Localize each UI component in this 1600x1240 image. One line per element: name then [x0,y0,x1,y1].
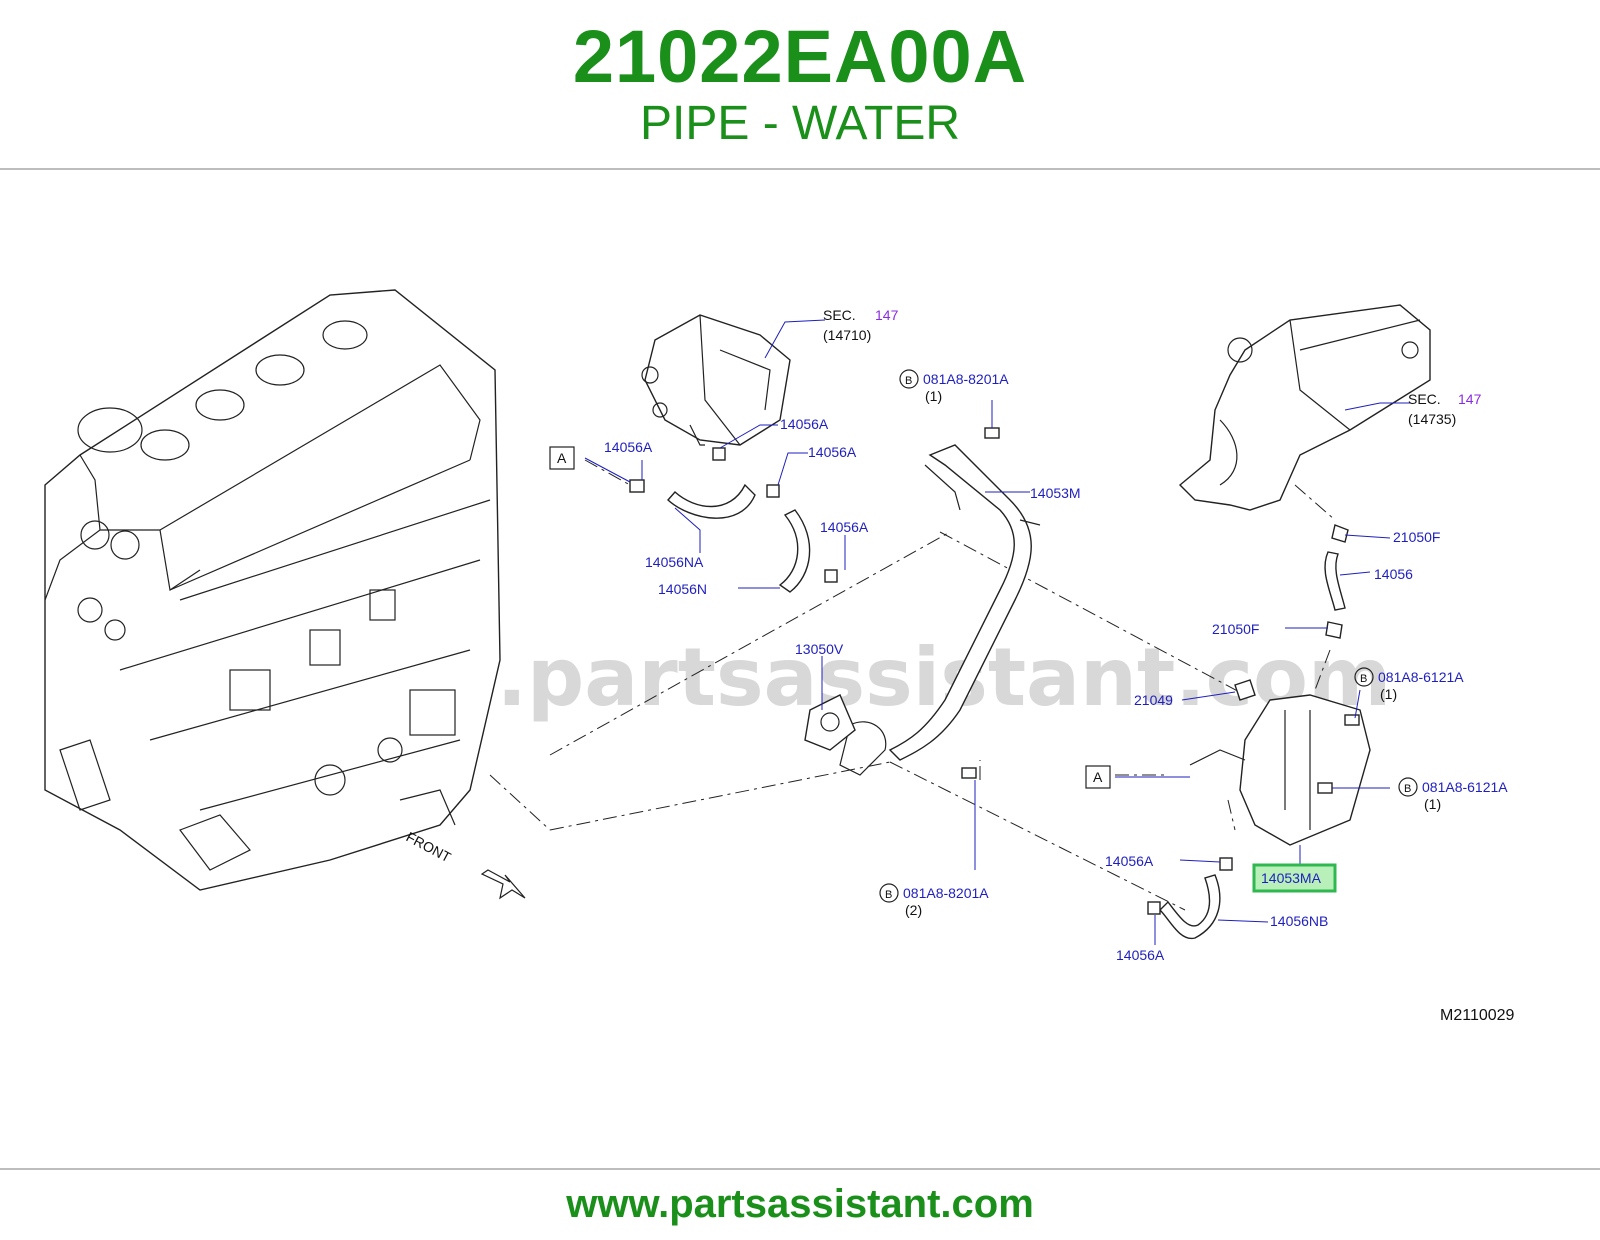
callout-14056na[interactable]: 14056NA [645,554,704,570]
callout-14056a[interactable]: 14056A [820,519,869,535]
sec-label: SEC. [823,307,856,323]
guide-line [1314,649,1331,691]
highlight-box [1252,863,1337,893]
bolt-b-marker-icon [879,883,899,903]
diagram-ref-code: M2110029 [1440,1007,1515,1024]
front-arrow-icon [480,869,526,900]
clamp-icon [712,447,726,461]
leader-line [719,424,778,449]
callout-081a8-6121a[interactable]: 081A8-6121A [1378,669,1464,685]
hose-14056nb-illustration [1159,874,1221,940]
b-marker-label: B [1404,783,1411,795]
b-marker-label: B [1360,673,1367,685]
leader-line [1339,571,1371,576]
pipe-14053m-illustration [839,444,1041,776]
guide-line [549,761,891,831]
sec-sub-label: (14735) [1408,411,1456,427]
sec-number-link[interactable]: 147 [875,307,899,323]
page-header: 21022EA00A PIPE - WATER [0,0,1600,168]
clamp-icon [766,484,780,498]
leader-line [1344,402,1410,411]
gasket-13050v-illustration [804,694,856,751]
part-number-title: 21022EA00A [572,15,1028,98]
callout-081a8-8201a[interactable]: 081A8-8201A [903,885,989,901]
front-direction-indicator: FRONT [404,829,526,900]
hose-14056-illustration [1324,551,1346,611]
hose-14056n-illustration [778,509,811,593]
ref-a-box [1085,765,1111,789]
bolt-b-marker-icon [1398,777,1418,797]
bolt-icon [961,767,977,779]
leader-line [1179,859,1221,863]
callout-081a8-8201a[interactable]: 081A8-8201A [923,371,1009,387]
callout-14056a[interactable]: 14056A [780,416,829,432]
guide-line [584,459,631,486]
ref-a-label: A [1093,769,1103,785]
callout-14056a[interactable]: 14056A [1105,853,1154,869]
egr-cooler-14735-illustration [1178,304,1431,511]
clip-21050f-icon [1331,524,1349,543]
pipe-14053ma-illustration [1189,694,1371,846]
leader-line [764,319,826,359]
sec-number-link[interactable]: 147 [1458,391,1482,407]
leader-line [1217,919,1269,923]
leader-line [674,507,701,553]
clamp-icon [1147,901,1161,915]
leader-line [1181,691,1236,701]
egr-valve-14710-illustration [641,314,791,446]
guide-line [549,531,951,756]
bolt-icon [1344,714,1360,726]
guide-line [489,774,551,831]
leader-line [1354,689,1361,719]
footer-divider [0,1168,1600,1170]
clamp-icon [1219,857,1233,871]
callout-14056a[interactable]: 14056A [604,439,653,455]
footer: www.partsassistant.com [0,1182,1600,1227]
clamp-icon [629,479,645,493]
leader-line [584,457,631,483]
callout-081a8-6121a[interactable]: 081A8-6121A [1422,779,1508,795]
leader-line [777,452,808,486]
ref-a-box [549,446,575,470]
callout-14056a[interactable]: 14056A [808,444,857,460]
qty-label: (1) [1380,686,1397,702]
guide-line [889,761,1186,911]
guide-line [1294,484,1336,521]
callout-21049[interactable]: 21049 [1134,692,1173,708]
guide-line [1227,799,1236,831]
b-marker-label: B [885,889,892,901]
callout-13050v[interactable]: 13050V [795,641,844,657]
qty-label: (1) [1424,796,1441,812]
leader-line [1344,534,1391,539]
ref-a-label: A [557,450,567,466]
callout-14056n[interactable]: 14056N [658,581,707,597]
guide-line [939,531,1246,696]
engine-block-illustration [44,289,501,891]
header-divider [0,168,1600,170]
sec-label: SEC. [1408,391,1441,407]
bolt-b-marker-icon [899,369,919,389]
front-label: FRONT [404,829,454,866]
hose-14056na-illustration [667,483,756,519]
qty-label: (2) [905,902,922,918]
b-marker-label: B [905,375,912,387]
callout-21050f[interactable]: 21050F [1393,529,1440,545]
footer-site-link[interactable]: www.partsassistant.com [566,1182,1034,1226]
qty-label: (1) [925,388,942,404]
callout-14056[interactable]: 14056 [1374,566,1413,582]
bolt-icon [984,427,1000,439]
callout-14056a[interactable]: 14056A [1116,947,1165,963]
callout-14056nb[interactable]: 14056NB [1270,913,1328,929]
connector-21049-icon [1234,679,1256,701]
bolt-b-marker-icon [1354,667,1374,687]
bolt-icon [1317,782,1333,794]
callout-14053ma-highlighted[interactable]: 14053MA [1261,870,1322,886]
parts-diagram: www.partsassistant.com FRONT [44,289,1515,1024]
part-name-subtitle: PIPE - WATER [639,97,960,150]
clip-21050f-icon [1325,621,1343,639]
clamp-icon [824,569,838,583]
callout-14053m[interactable]: 14053M [1030,485,1081,501]
sec-sub-label: (14710) [823,327,871,343]
callout-21050f[interactable]: 21050F [1212,621,1259,637]
